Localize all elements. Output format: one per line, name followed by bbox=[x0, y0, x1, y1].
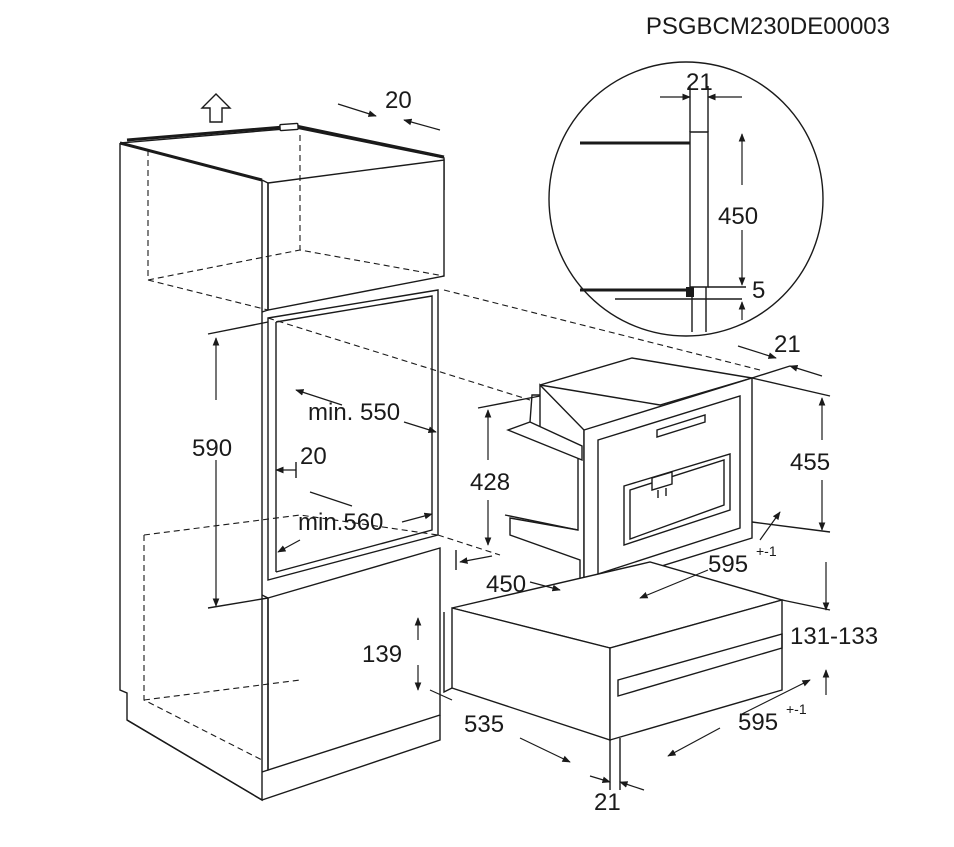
dim-21-bottom: 21 bbox=[594, 789, 621, 816]
dimension-lines bbox=[207, 103, 831, 791]
up-arrow-outline-icon bbox=[200, 93, 232, 123]
detail-circle bbox=[548, 61, 824, 337]
dim-595-lower-tolerance: +-1 bbox=[786, 701, 807, 717]
dim-590: 590 bbox=[192, 435, 232, 462]
dim-21-side: 21 bbox=[774, 331, 801, 358]
dim-595-lower: 595 bbox=[738, 709, 778, 736]
dim-139: 139 bbox=[362, 641, 402, 668]
dim-450-detail: 450 bbox=[718, 203, 758, 230]
dim-21-detail: 21 bbox=[686, 69, 713, 96]
tall-cabinet bbox=[119, 122, 761, 802]
dim-131-133: 131-133 bbox=[790, 623, 878, 650]
coffee-machine bbox=[504, 357, 753, 591]
dim-20-mid: 20 bbox=[300, 443, 327, 470]
dim-455: 455 bbox=[790, 449, 830, 476]
dim-min-560: min.560 bbox=[298, 509, 383, 536]
dim-595-upper-tolerance: +-1 bbox=[756, 543, 777, 559]
dim-535: 535 bbox=[464, 711, 504, 738]
dim-595-upper: 595 bbox=[708, 551, 748, 578]
dim-20-top: 20 bbox=[385, 87, 412, 114]
dim-428: 428 bbox=[470, 469, 510, 496]
dim-5-detail: 5 bbox=[752, 277, 765, 304]
dim-450-depth: 450 bbox=[486, 571, 526, 598]
dimension-labels: 20 21 450 5 21 590 min. 550 20 min.560 4… bbox=[192, 69, 878, 816]
drawing-code: PSGBCM230DE00003 bbox=[646, 13, 890, 40]
dim-min-550: min. 550 bbox=[308, 399, 400, 426]
